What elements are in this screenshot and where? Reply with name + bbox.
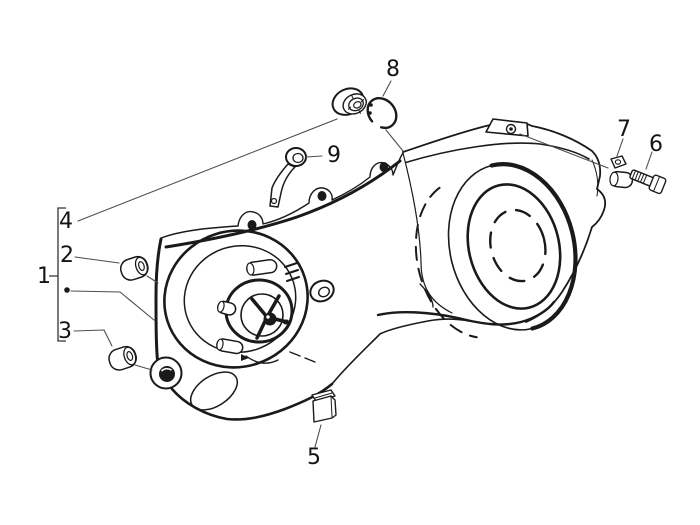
hub-center-dot <box>266 315 270 319</box>
leader-lines <box>49 80 653 448</box>
clamp <box>609 155 634 189</box>
leader-7 <box>519 133 624 169</box>
leader-2 <box>74 256 159 284</box>
casting-marks <box>284 262 300 282</box>
transmission-cover <box>149 152 470 422</box>
leader-5 <box>314 424 322 448</box>
rim-screw-3 <box>379 162 389 172</box>
cover-bottom-edge <box>331 318 470 385</box>
bearing <box>331 87 367 116</box>
cover-boss-hole <box>317 286 331 298</box>
leader-6 <box>645 151 653 170</box>
callout-2-label: 2 <box>60 243 74 268</box>
crankcase <box>402 118 607 323</box>
rim-screw-1 <box>247 220 257 230</box>
cover-top-rim-inner <box>164 159 402 249</box>
drum-ring <box>466 183 562 310</box>
callout-8-label: 8 <box>386 57 400 82</box>
callout-6-label: 6 <box>649 132 663 157</box>
drum-outer-thick <box>489 162 578 331</box>
cover-boss-ring <box>309 279 335 303</box>
callout-9-label: 9 <box>327 143 341 168</box>
recess-dashes <box>289 351 316 363</box>
case-bottom-edge <box>376 300 556 326</box>
bushing-lower <box>108 345 137 371</box>
hub-center <box>263 312 277 326</box>
cover-recess-inner <box>183 244 297 354</box>
leader-1-dot <box>64 287 70 293</box>
clutch-drum <box>414 162 578 339</box>
drum-back-rim-dashed <box>414 186 478 339</box>
crankcase-edge-detail <box>591 159 599 197</box>
bushing-upper <box>119 255 149 281</box>
kickstart-opening <box>189 371 239 411</box>
callout-5-label: 5 <box>307 445 321 470</box>
cover-left-edge <box>154 237 163 368</box>
tab-screw-dot <box>509 127 513 131</box>
group-bracket-1 <box>49 207 66 342</box>
drum-outer <box>447 163 577 331</box>
callout-3-label: 3 <box>58 319 72 344</box>
rubber-pad <box>311 389 337 423</box>
leader-1 <box>70 290 155 321</box>
leader-4 <box>77 118 338 222</box>
leader-8 <box>382 80 404 152</box>
hub-face <box>240 293 284 337</box>
hex-bolt <box>629 169 667 195</box>
recess-bottom-arc <box>245 355 279 364</box>
leader-3 <box>73 329 153 371</box>
cover-recess-outer <box>163 229 309 369</box>
leader-9 <box>305 155 323 158</box>
callout-7-label: 7 <box>617 117 631 142</box>
cover-right-edge <box>402 152 453 314</box>
rim-screw-2 <box>317 191 327 201</box>
callout-4-label: 4 <box>59 209 73 234</box>
flange-hook-detail <box>419 283 434 308</box>
cable-guide-bracket <box>269 147 307 208</box>
crankcase-rim-line <box>403 142 590 164</box>
callout-1-label: 1 <box>37 264 51 289</box>
hub-setscrew <box>283 319 289 325</box>
callout-labels: 1 2 3 4 5 6 7 8 9 <box>37 57 663 470</box>
drum-inner-dashed <box>489 208 547 283</box>
screw-highlight <box>160 367 172 372</box>
standoff-pin-bottom <box>216 338 244 355</box>
standoff-pin-left <box>217 300 237 316</box>
snap-ring <box>366 96 398 130</box>
standoff-pin-top <box>246 258 278 276</box>
recess-arrow-mark <box>241 354 249 361</box>
